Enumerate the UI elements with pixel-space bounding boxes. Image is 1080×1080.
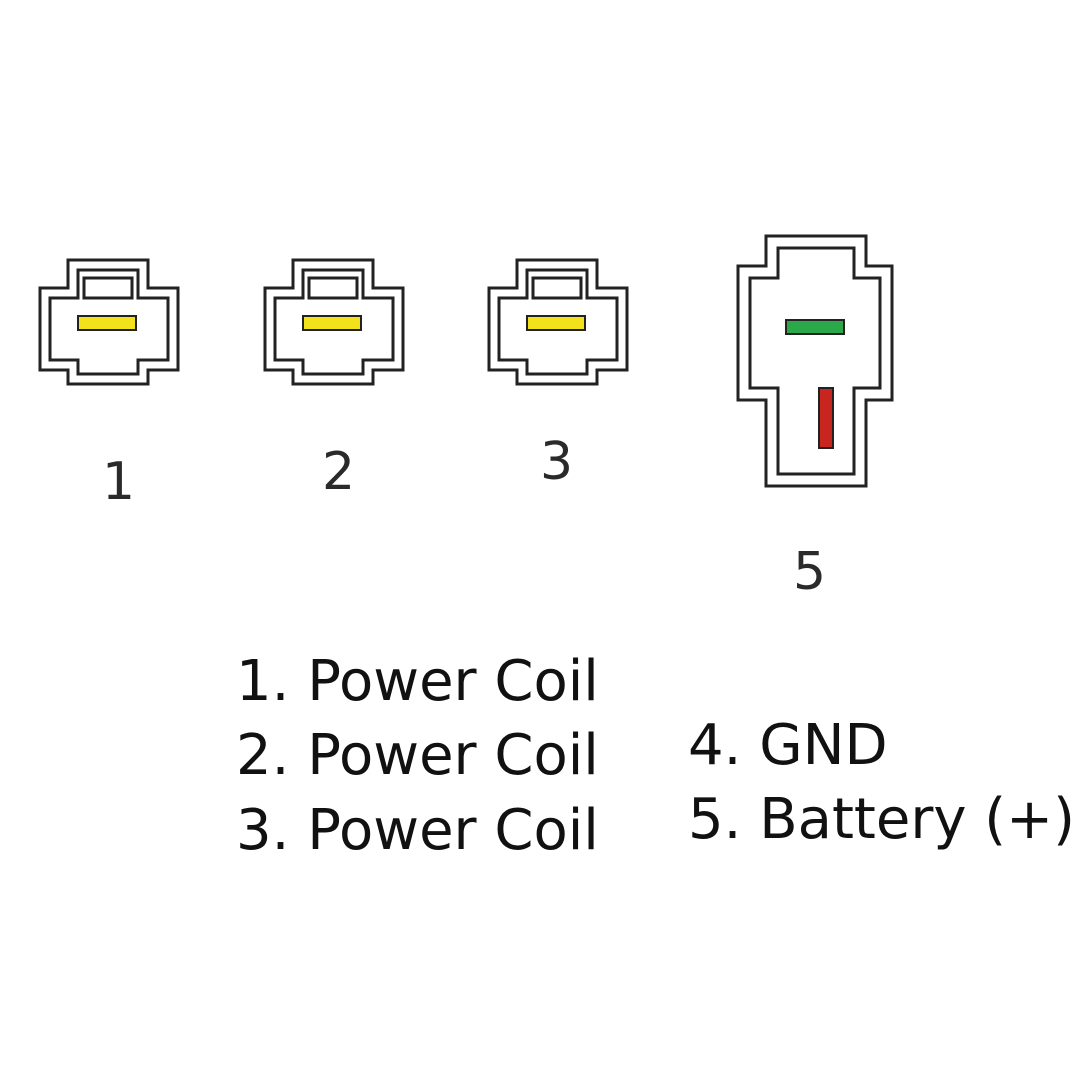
connector-1-label: 1 [102, 452, 136, 512]
pin-2 [302, 315, 362, 331]
connector-5 [736, 234, 894, 488]
connector-3 [487, 258, 629, 386]
legend-item-3: 3. Power Coil [236, 798, 599, 863]
pin-1 [77, 315, 137, 331]
legend-item-4: 4. GND [688, 713, 888, 778]
pin-3 [526, 315, 586, 331]
legend-item-2: 2. Power Coil [236, 723, 599, 788]
connector-1 [38, 258, 180, 386]
legend-item-1: 1. Power Coil [236, 649, 599, 714]
connector-3-label: 3 [540, 432, 574, 492]
legend-item-5: 5. Battery (+) [688, 787, 1075, 852]
pin-battery [818, 387, 834, 449]
pin-gnd [785, 319, 845, 335]
connector-2 [263, 258, 405, 386]
connector-2-label: 2 [322, 442, 356, 502]
connector-5-label: 5 [793, 542, 827, 602]
